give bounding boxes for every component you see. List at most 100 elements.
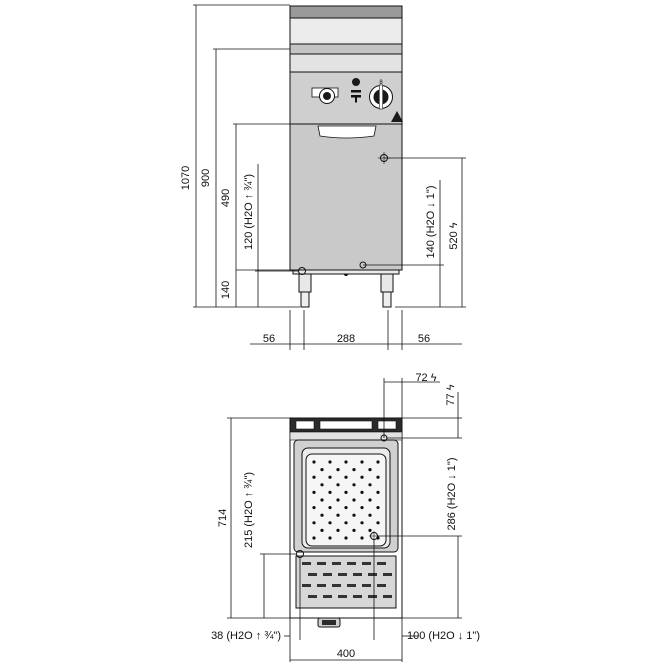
drain-slot — [302, 584, 311, 587]
drain-slot — [353, 573, 362, 576]
perforation-hole — [336, 528, 340, 533]
perforation-hole — [336, 483, 340, 487]
perforation-hole — [360, 521, 364, 525]
dim-outlet-offset: 100 (H2O ↓ 1") — [407, 630, 480, 642]
drain-slot — [347, 562, 356, 565]
perforation-hole — [312, 506, 316, 510]
dim-feet-height: 140 — [220, 281, 232, 299]
perforation-hole — [360, 536, 364, 540]
dim-water-outlet-height: 140 (H2O ↓ 1") — [425, 186, 437, 259]
perforation-hole — [360, 475, 364, 479]
drain-tap — [317, 617, 341, 628]
gas-valve-icon — [311, 87, 339, 104]
drain-slot — [377, 562, 386, 565]
drain-slot — [332, 562, 341, 565]
perforation-hole — [312, 536, 316, 540]
dim-door-height: 490 — [220, 189, 232, 207]
drain-slot — [362, 562, 371, 565]
front-view: 8 — [180, 4, 466, 350]
perforation-hole — [328, 536, 332, 540]
perforation-hole — [376, 490, 380, 494]
dim-electric-y: 77 ϟ — [445, 384, 457, 405]
perforation-hole — [368, 513, 372, 517]
perforation-hole — [320, 483, 324, 487]
dim-water-inlet-height: 120 (H2O ↑ ¾") — [243, 174, 255, 250]
perforation-hole — [312, 460, 316, 464]
control-knob-icon: 8 — [369, 80, 393, 110]
drain-slots — [302, 562, 392, 598]
perforation-hole — [352, 483, 356, 487]
perforation-hole — [320, 468, 324, 472]
perforation-hole — [368, 528, 372, 533]
warning-triangle-icon — [391, 111, 403, 122]
plan-dimension-lines — [227, 378, 462, 662]
dim-electric-x: 72 ϟ — [415, 372, 436, 384]
perforation-hole — [328, 475, 332, 479]
drain-slot — [368, 573, 377, 576]
perforation-hole — [328, 521, 332, 525]
pilot-indicator-icon — [351, 78, 361, 103]
perforation-hole — [312, 490, 316, 494]
plan-back-rail — [289, 417, 403, 441]
front-feet — [292, 267, 400, 308]
perforation-hole — [320, 498, 324, 502]
drain-slot — [338, 595, 347, 598]
perforation-hole — [344, 460, 348, 464]
appliance-top — [289, 5, 403, 73]
perforation-hole — [312, 521, 316, 525]
perforation-hole — [352, 468, 356, 472]
dim-plan-water-inlet: 215 (H2O ↑ ¾") — [243, 472, 255, 548]
dim-electric-height: 520 ϟ — [448, 222, 460, 249]
perforation-hole — [368, 468, 372, 472]
perforation-hole — [320, 528, 324, 533]
perforation-hole — [368, 498, 372, 502]
drain-slot — [383, 595, 392, 598]
perforation-hole — [376, 460, 380, 464]
drain-slot — [362, 584, 371, 587]
plan-view: 72 ϟ 77 ϟ 714 215 (H2O ↑ ¾") 286 (H2O ↓ … — [211, 372, 480, 662]
perforation-hole — [344, 506, 348, 510]
perforation-hole — [328, 490, 332, 494]
perforation-hole — [360, 506, 364, 510]
drain-slot — [323, 595, 332, 598]
drain-slot — [353, 595, 362, 598]
perforation-hole — [352, 513, 356, 517]
perforation-hole — [376, 521, 380, 525]
perforation-hole — [352, 528, 356, 533]
perforation-hole — [328, 460, 332, 464]
cabinet-door — [289, 123, 403, 276]
dim-foot-span: 288 — [337, 333, 355, 345]
perforation-hole — [312, 475, 316, 479]
perforation-hole — [344, 536, 348, 540]
drain-slot — [317, 584, 326, 587]
drain-slot — [383, 573, 392, 576]
perforation-hole — [376, 506, 380, 510]
dim-plan-depth: 714 — [217, 509, 229, 527]
perforation-hole — [344, 490, 348, 494]
perforation-hole — [336, 513, 340, 517]
drain-slot — [347, 584, 356, 587]
drain-area — [295, 555, 397, 609]
dim-plan-width: 400 — [337, 648, 355, 660]
drain-slot — [308, 573, 317, 576]
dim-worktop-height: 900 — [200, 169, 212, 187]
perforation-hole — [352, 498, 356, 502]
front-dimension-lines — [193, 4, 466, 350]
svg-text:8: 8 — [379, 80, 383, 86]
fryer-basket — [305, 453, 387, 547]
perforation-hole — [336, 498, 340, 502]
perforation-hole — [368, 483, 372, 487]
dim-plan-water-outlet: 286 (H2O ↓ 1") — [446, 458, 458, 531]
basket-perforation — [312, 460, 380, 540]
drain-slot — [332, 584, 341, 587]
dim-inlet-offset: 38 (H2O ↑ ¾") — [211, 630, 281, 642]
perforation-hole — [320, 513, 324, 517]
perforation-hole — [336, 468, 340, 472]
dim-left-offset: 56 — [263, 333, 275, 345]
perforation-hole — [360, 460, 364, 464]
water-connection-icon — [296, 531, 379, 558]
perforation-hole — [360, 490, 364, 494]
drain-slot — [317, 562, 326, 565]
drain-slot — [368, 595, 377, 598]
